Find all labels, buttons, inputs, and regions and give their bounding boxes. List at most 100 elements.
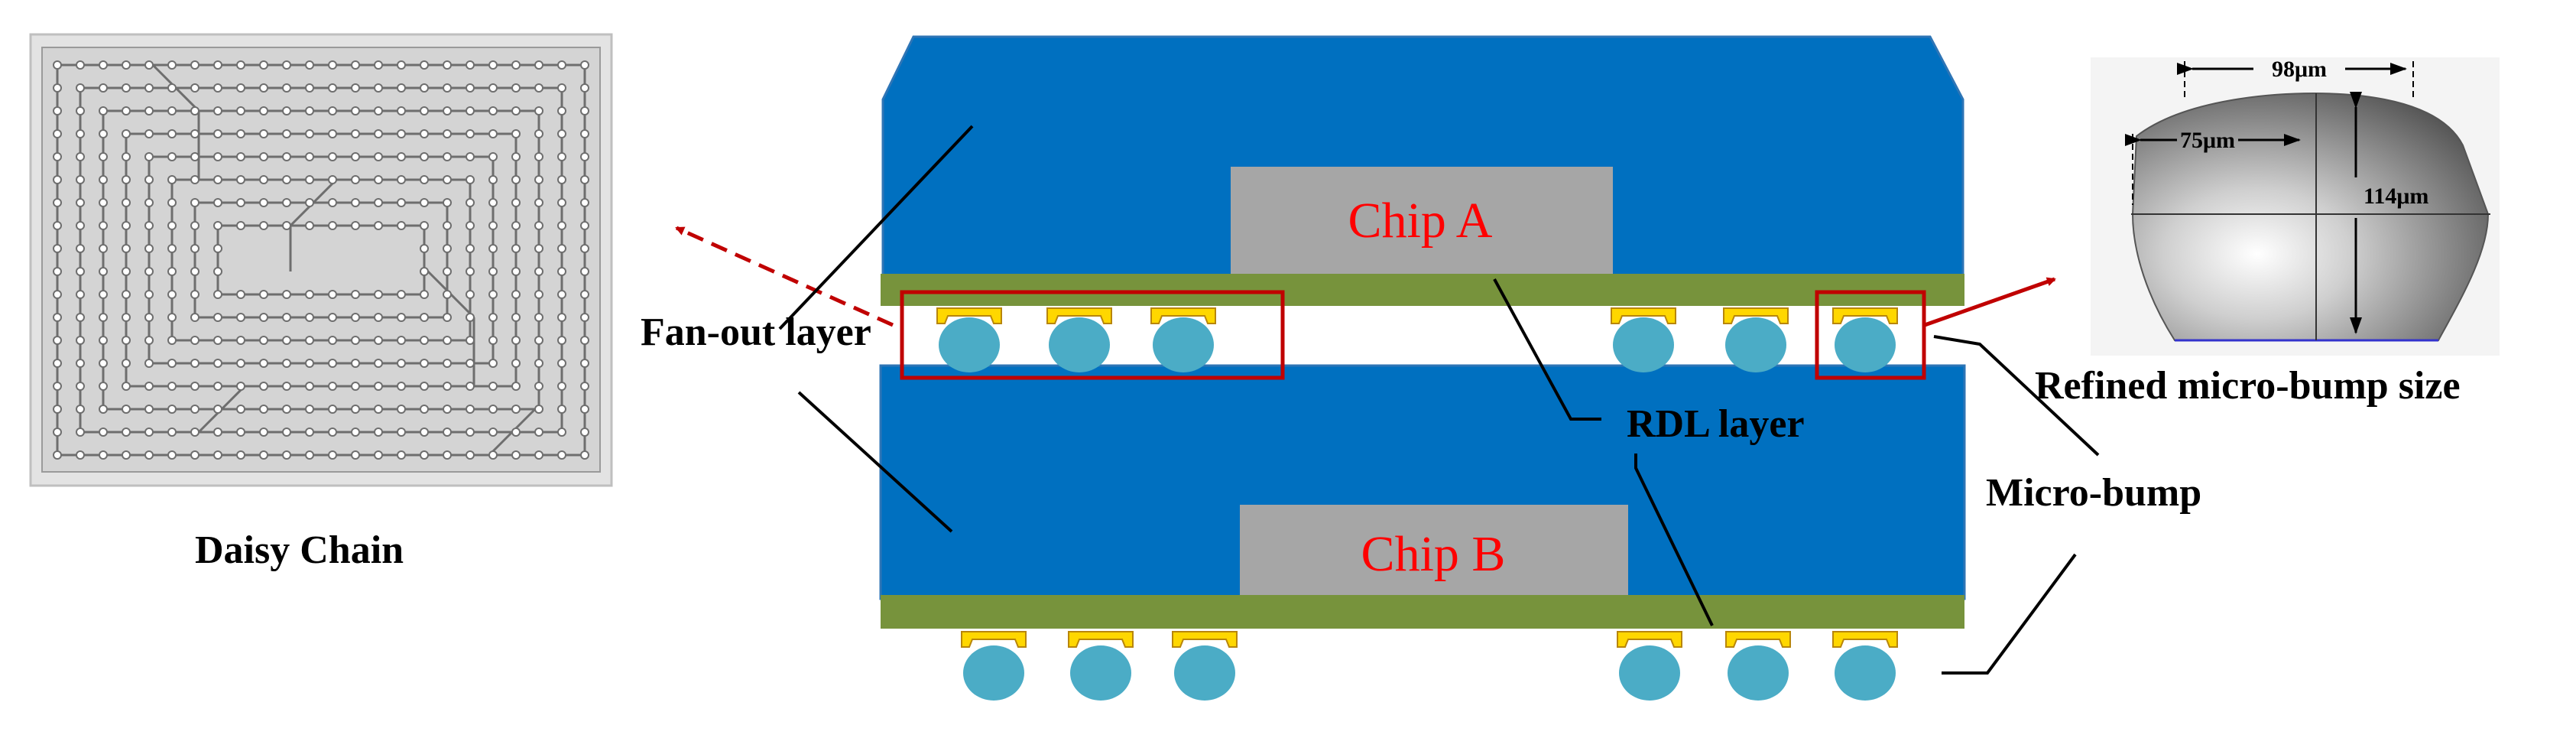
- bump-pad: [1046, 307, 1112, 324]
- daisy-node: [351, 359, 360, 368]
- daisy-node: [259, 175, 268, 184]
- daisy-node: [190, 175, 200, 184]
- daisy-node: [328, 60, 337, 70]
- daisy-node: [144, 152, 154, 161]
- daisy-node: [282, 290, 291, 299]
- daisy-node: [397, 428, 406, 437]
- daisy-node: [488, 244, 498, 253]
- daisy-node: [190, 129, 200, 138]
- daisy-node: [305, 83, 314, 93]
- daisy-node: [557, 60, 566, 70]
- daisy-node: [466, 106, 475, 115]
- daisy-node: [282, 152, 291, 161]
- daisy-node: [53, 129, 62, 138]
- bump-ball: [1728, 645, 1789, 701]
- daisy-node: [99, 83, 108, 93]
- daisy-callout-arrow: [675, 226, 894, 327]
- daisy-node: [259, 450, 268, 460]
- daisy-node: [190, 405, 200, 414]
- daisy-node: [259, 129, 268, 138]
- daisy-node: [351, 106, 360, 115]
- daisy-node: [259, 336, 268, 345]
- daisy-node: [397, 450, 406, 460]
- daisy-node: [420, 267, 429, 276]
- daisy-node: [236, 129, 245, 138]
- micro-bumps: [936, 307, 1898, 701]
- daisy-node: [236, 290, 245, 299]
- bump-pad: [1611, 307, 1676, 324]
- daisy-chain-label: Daisy Chain: [195, 528, 404, 572]
- bump-pad: [1725, 631, 1791, 648]
- daisy-chain-panel: [29, 33, 613, 487]
- daisy-node: [144, 60, 154, 70]
- daisy-node: [144, 313, 154, 322]
- daisy-node: [167, 428, 177, 437]
- daisy-node: [397, 152, 406, 161]
- daisy-node: [76, 290, 85, 299]
- daisy-node: [557, 428, 566, 437]
- daisy-node: [53, 382, 62, 391]
- daisy-node: [213, 359, 222, 368]
- daisy-node: [167, 359, 177, 368]
- daisy-node: [99, 382, 108, 391]
- daisy-node: [259, 60, 268, 70]
- daisy-node: [236, 428, 245, 437]
- daisy-node: [580, 244, 589, 253]
- daisy-node: [190, 428, 200, 437]
- daisy-node: [580, 336, 589, 345]
- daisy-node: [466, 221, 475, 230]
- dim-top-width: 98μm: [2272, 57, 2327, 82]
- daisy-node: [259, 382, 268, 391]
- daisy-node: [374, 221, 383, 230]
- daisy-node: [76, 267, 85, 276]
- daisy-node: [374, 129, 383, 138]
- daisy-node: [466, 336, 475, 345]
- daisy-node: [282, 313, 291, 322]
- upper-package: [881, 35, 1964, 306]
- daisy-trace: [148, 155, 495, 365]
- daisy-node: [488, 60, 498, 70]
- daisy-node: [534, 221, 543, 230]
- daisy-node: [580, 405, 589, 414]
- daisy-node: [534, 290, 543, 299]
- daisy-node: [328, 405, 337, 414]
- daisy-node: [443, 175, 452, 184]
- daisy-node: [557, 359, 566, 368]
- daisy-node: [53, 106, 62, 115]
- daisy-node: [167, 198, 177, 207]
- daisy-node: [488, 221, 498, 230]
- daisy-node: [305, 175, 314, 184]
- daisy-node: [213, 106, 222, 115]
- daisy-node: [213, 83, 222, 93]
- daisy-trace: [125, 132, 517, 388]
- daisy-node: [236, 152, 245, 161]
- daisy-node: [374, 106, 383, 115]
- daisy-node: [76, 313, 85, 322]
- daisy-trace: [102, 109, 540, 411]
- daisy-node: [167, 60, 177, 70]
- daisy-node: [580, 152, 589, 161]
- daisy-trace: [216, 224, 426, 296]
- daisy-node: [580, 267, 589, 276]
- daisy-node: [351, 450, 360, 460]
- daisy-node: [53, 313, 62, 322]
- bump-ball: [1613, 317, 1674, 372]
- daisy-node: [305, 428, 314, 437]
- daisy-node: [53, 405, 62, 414]
- daisy-node: [397, 313, 406, 322]
- daisy-node: [374, 290, 383, 299]
- daisy-node: [351, 221, 360, 230]
- daisy-node: [282, 175, 291, 184]
- daisy-node: [534, 267, 543, 276]
- daisy-node: [144, 267, 154, 276]
- daisy-node: [213, 175, 222, 184]
- daisy-node: [557, 450, 566, 460]
- daisy-node: [53, 267, 62, 276]
- daisy-node: [443, 244, 452, 253]
- daisy-node: [167, 83, 177, 93]
- daisy-node: [466, 359, 475, 368]
- daisy-node: [259, 428, 268, 437]
- daisy-node: [282, 359, 291, 368]
- daisy-node: [236, 313, 245, 322]
- daisy-node: [122, 83, 131, 93]
